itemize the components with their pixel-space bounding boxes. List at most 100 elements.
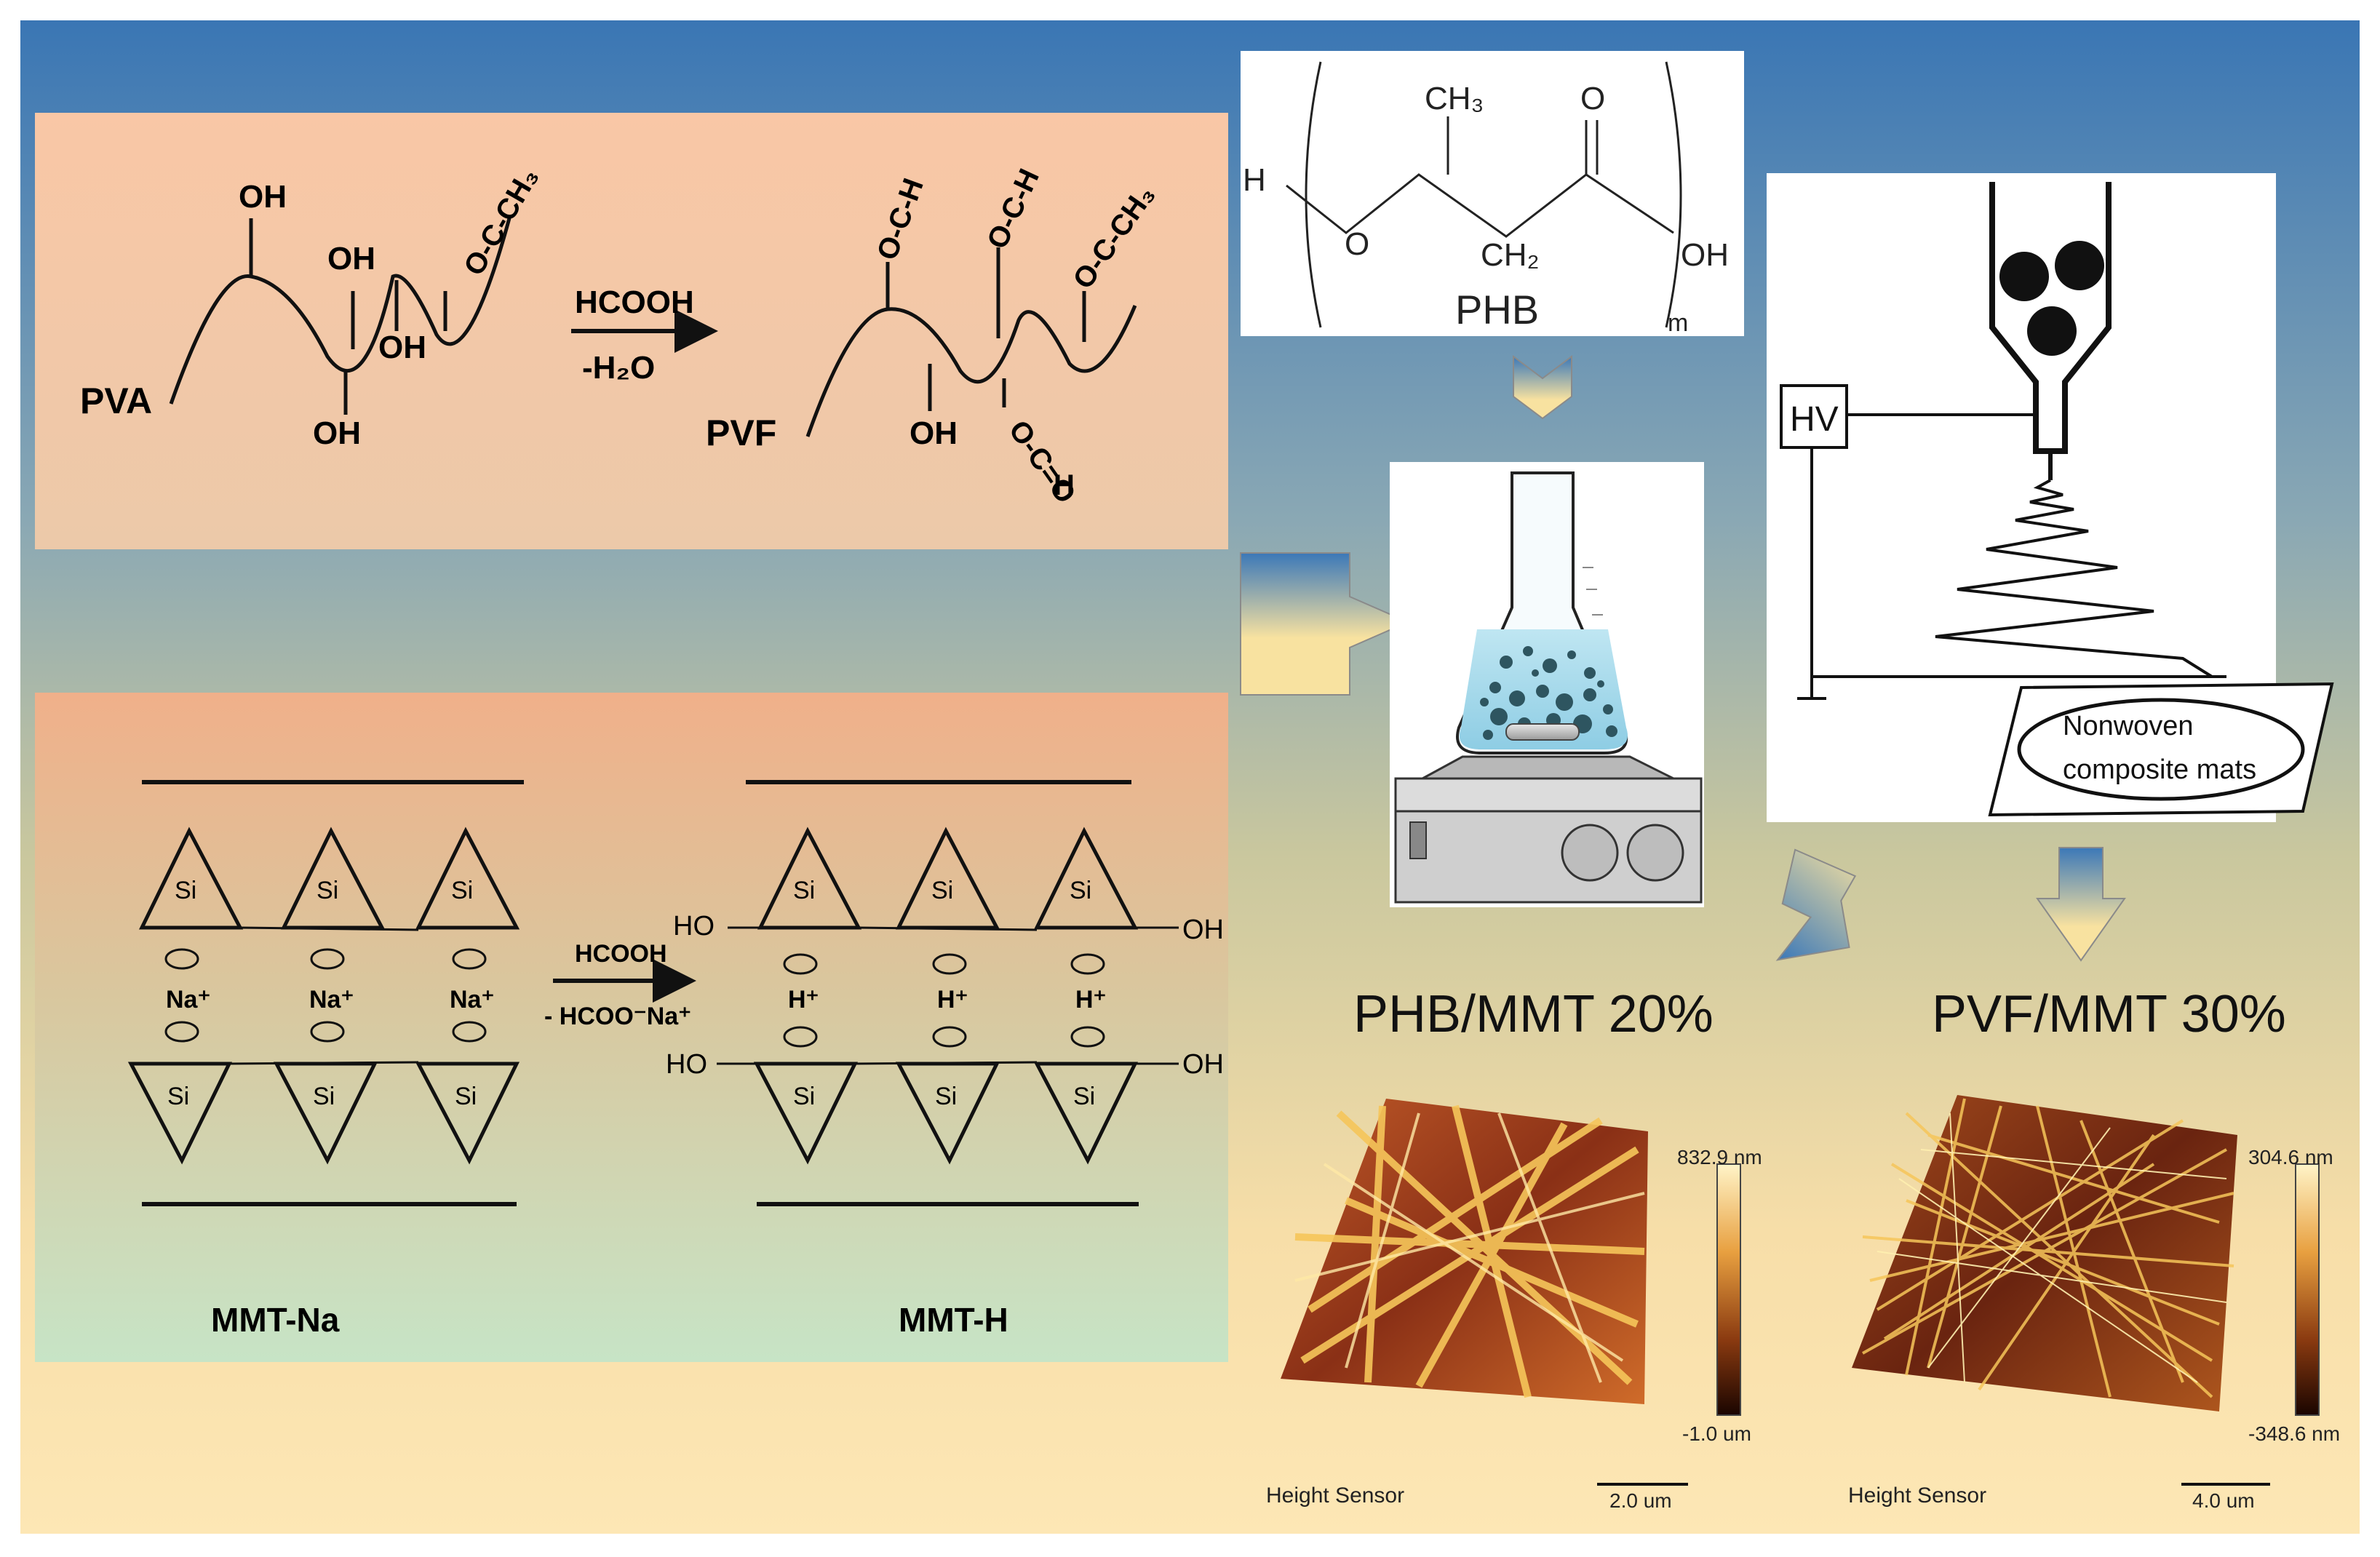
pva-reagent: HCOOH bbox=[575, 284, 694, 320]
right-block-arrow bbox=[1240, 552, 1410, 696]
mat-label-2: composite mats bbox=[2063, 754, 2256, 785]
h-ion: H⁺ bbox=[937, 986, 968, 1014]
power-switch bbox=[1409, 821, 1427, 859]
phb-ch3: CH₃ bbox=[1425, 81, 1484, 116]
electrospinning-panel: HV Nonwoven composite mats bbox=[1767, 173, 2334, 822]
mmt-h-cations: H⁺ H⁺ H⁺ bbox=[783, 953, 1107, 1048]
na-ion: Na⁺ bbox=[450, 986, 494, 1014]
afm-image-right: 304.6 nm -348.6 nm Height Sensor 4.0 um bbox=[1848, 1095, 2340, 1512]
hv-box bbox=[1780, 384, 1848, 449]
ho-lower: HO bbox=[666, 1049, 707, 1080]
pva-oh-2: OH bbox=[327, 241, 375, 276]
pva-chain bbox=[169, 218, 512, 405]
result-title-left: PHB/MMT 20% bbox=[1353, 985, 1714, 1043]
colorbar-right bbox=[2295, 1163, 2320, 1416]
afm-right-min: -348.6 nm bbox=[2248, 1422, 2340, 1445]
charge-oval bbox=[452, 948, 487, 970]
ho-upper: HO bbox=[673, 911, 715, 941]
charge-oval bbox=[310, 948, 345, 970]
phb-carbonyl-o: O bbox=[1580, 81, 1605, 116]
afm-left-min: -1.0 um bbox=[1682, 1422, 1751, 1445]
si-label: Si bbox=[793, 877, 815, 904]
charge-oval bbox=[783, 1026, 818, 1048]
pvf-chain bbox=[805, 305, 1137, 437]
na-ion: Na⁺ bbox=[166, 986, 210, 1014]
mmt-h-lower-tetrahedra: HO OH Si Si Si bbox=[666, 1049, 1224, 1165]
pva-oh-4: OH bbox=[313, 415, 361, 451]
mmt-h-upper-tetrahedra: HO OH Si Si Si bbox=[673, 827, 1224, 945]
pva-oh-1: OH bbox=[239, 179, 287, 215]
diagonal-down-left-arrow bbox=[1775, 848, 1857, 961]
mmt-reaction-panel: Si Si Si Na⁺ Na⁺ Na⁺ Si Si Si HCOOH - bbox=[35, 693, 1228, 1362]
knob-left bbox=[1561, 824, 1619, 882]
fibers-right bbox=[1862, 1098, 2234, 1398]
mmt-na-lower-tetrahedra: Si Si Si bbox=[127, 1061, 520, 1165]
fibers-right-thin bbox=[1876, 1112, 2227, 1383]
h-ion: H⁺ bbox=[788, 986, 819, 1014]
fibers-left-thin bbox=[1294, 1112, 1645, 1383]
afm-image-left: 832.9 nm -1.0 um Height Sensor 2.0 um bbox=[1266, 1099, 1762, 1512]
charge-oval bbox=[164, 948, 199, 970]
pvf-oh: OH bbox=[910, 415, 958, 451]
sheet-link bbox=[858, 926, 1038, 931]
mmt-panel-bg bbox=[35, 693, 1228, 1362]
hotplate-rim bbox=[1394, 777, 1703, 813]
phb-ether-o: O bbox=[1345, 226, 1369, 262]
mmt-na-cations: Na⁺ Na⁺ Na⁺ bbox=[164, 948, 494, 1043]
phb-panel-bg bbox=[1241, 51, 1744, 336]
afm-right-sensor: Height Sensor bbox=[1848, 1484, 1986, 1508]
tetrahedron bbox=[753, 1062, 859, 1165]
oh-lower: OH bbox=[1182, 1049, 1224, 1080]
tetrahedron bbox=[127, 1062, 233, 1165]
si-label: Si bbox=[167, 1083, 189, 1110]
whipping-jet bbox=[1935, 479, 2213, 678]
mat-label-1: Nonwoven bbox=[2063, 711, 2194, 741]
phb-backbone bbox=[1286, 173, 1674, 238]
colorbar-left bbox=[1716, 1163, 1741, 1416]
pva-byproduct: -H₂O bbox=[582, 350, 655, 386]
tetrahedron bbox=[757, 827, 862, 930]
down-arrow bbox=[2036, 847, 2126, 962]
right-bracket bbox=[1665, 61, 1682, 328]
stir-bar bbox=[1505, 723, 1580, 741]
afm-left-sensor: Height Sensor bbox=[1266, 1484, 1404, 1508]
charge-oval bbox=[932, 1026, 967, 1048]
si-label: Si bbox=[455, 1083, 477, 1110]
tetrahedron bbox=[138, 827, 244, 930]
phb-subscript: m bbox=[1668, 309, 1688, 337]
pvf-label: PVF bbox=[706, 413, 776, 453]
collector-mat bbox=[1988, 682, 2334, 817]
phb-h-end: H bbox=[1243, 162, 1266, 198]
fibers-left bbox=[1294, 1104, 1645, 1398]
afm-right-scale: 4.0 um bbox=[2192, 1489, 2255, 1512]
mat-ellipse bbox=[2017, 698, 2305, 801]
charge-oval bbox=[1070, 953, 1105, 975]
sheet-link bbox=[239, 926, 419, 931]
si-label: Si bbox=[1070, 877, 1091, 904]
charge-oval bbox=[452, 1021, 487, 1043]
tetrahedron bbox=[1033, 827, 1139, 930]
si-label: Si bbox=[451, 877, 473, 904]
pvf-formate-down-h: H bbox=[1054, 469, 1075, 501]
mmt-reagent: HCOOH bbox=[575, 940, 667, 968]
hotplate-top bbox=[1422, 755, 1674, 780]
flask-stirrer-panel bbox=[1390, 462, 1704, 907]
mmt-na-upper-tetrahedra: Si Si Si bbox=[138, 827, 520, 931]
h-ion: H⁺ bbox=[1075, 986, 1107, 1014]
phb-structure-panel: CH₃ O H O CH₂ OH PHB m bbox=[1241, 51, 1744, 337]
afm-left-scale: 2.0 um bbox=[1609, 1489, 1672, 1512]
solution-drop bbox=[1999, 252, 2049, 301]
phb-ch2: CH₂ bbox=[1481, 237, 1540, 273]
tetrahedron bbox=[280, 827, 386, 930]
si-label: Si bbox=[313, 1083, 335, 1110]
knob-right bbox=[1626, 824, 1684, 882]
tetrahedron bbox=[1033, 1062, 1139, 1165]
solution-drop bbox=[2027, 306, 2077, 356]
pva-oh-3: OH bbox=[378, 330, 426, 365]
mmt-byproduct: - HCOO⁻Na⁺ bbox=[544, 1003, 691, 1030]
sheet-link bbox=[228, 1061, 419, 1065]
solution-drop bbox=[2055, 241, 2104, 290]
charge-oval bbox=[783, 953, 818, 975]
